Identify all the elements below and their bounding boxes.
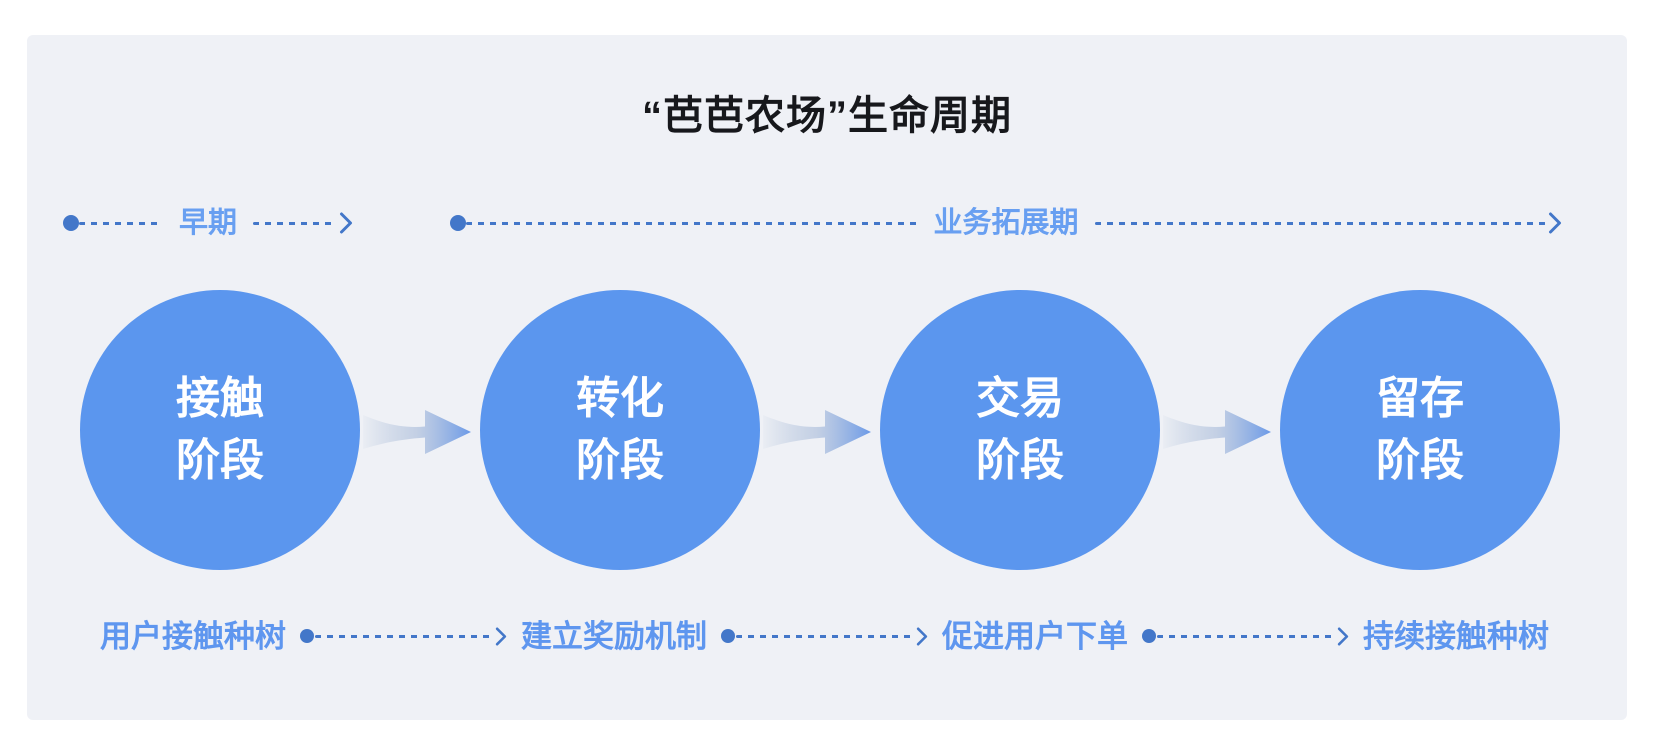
flow-arrow-icon [763, 410, 871, 454]
timeline-early-label: 早期 [179, 206, 238, 239]
connector-dot [721, 629, 735, 643]
stage-label-line1: 转化 [576, 373, 664, 423]
connector-dot [300, 629, 314, 643]
action-chain: 用户接触种树 建立奖励机制 促进用户下单 持续接触种树 [100, 612, 1549, 660]
flow-arrow-icon [1163, 410, 1271, 454]
dashed-line [466, 221, 918, 225]
action-label-reward-mechanism: 建立奖励机制 [521, 618, 707, 654]
stage-label-line2: 阶段 [576, 436, 664, 485]
dashed-line [1157, 634, 1334, 638]
dashed-line [79, 221, 163, 225]
arrowhead-icon [1337, 626, 1349, 645]
timeline-start-dot [63, 215, 79, 231]
timeline-expansion-phase: 业务拓展期 [450, 207, 1562, 239]
stage-circle-retention: 留存 阶段 [1280, 290, 1560, 570]
stage-circle-contact: 接触 阶段 [80, 290, 360, 570]
stage-label-line2: 阶段 [1376, 436, 1464, 485]
stage-label-line2: 阶段 [976, 436, 1064, 485]
stage-label-line2: 阶段 [176, 436, 264, 485]
stage-circle-transaction: 交易 阶段 [880, 290, 1160, 570]
timeline-early-phase: 早期 [63, 207, 353, 239]
diagram-title: “芭芭农场”生命周期 [642, 94, 1012, 138]
stage-label-line1: 交易 [976, 373, 1064, 423]
flow-arrow-icon [363, 410, 471, 454]
stage-label-line1: 接触 [176, 373, 264, 423]
dashed-line [1094, 221, 1547, 225]
timeline-expansion-label: 业务拓展期 [933, 206, 1079, 239]
action-label-plant-trees: 用户接触种树 [100, 618, 286, 654]
stage-label-line1: 留存 [1376, 373, 1464, 423]
connector-dot [1142, 629, 1156, 643]
timeline-start-dot [450, 215, 466, 231]
action-connector [721, 626, 928, 646]
stage-circle-conversion: 转化 阶段 [480, 290, 760, 570]
dashed-line [315, 634, 492, 638]
arrowhead-icon [1549, 212, 1562, 234]
arrowhead-icon [495, 626, 507, 645]
action-connector [1142, 626, 1349, 646]
lifecycle-panel: “芭芭农场”生命周期 早期 业务拓展期 接触 阶段 转化 阶段 交易 阶段 留存… [27, 35, 1627, 720]
action-label-promote-orders: 促进用户下单 [942, 618, 1128, 654]
action-connector [300, 626, 507, 646]
dashed-line [253, 221, 338, 225]
arrowhead-icon [916, 626, 928, 645]
action-label-continuous-contact: 持续接触种树 [1363, 618, 1549, 654]
arrowhead-icon [340, 212, 353, 234]
dashed-line [736, 634, 913, 638]
